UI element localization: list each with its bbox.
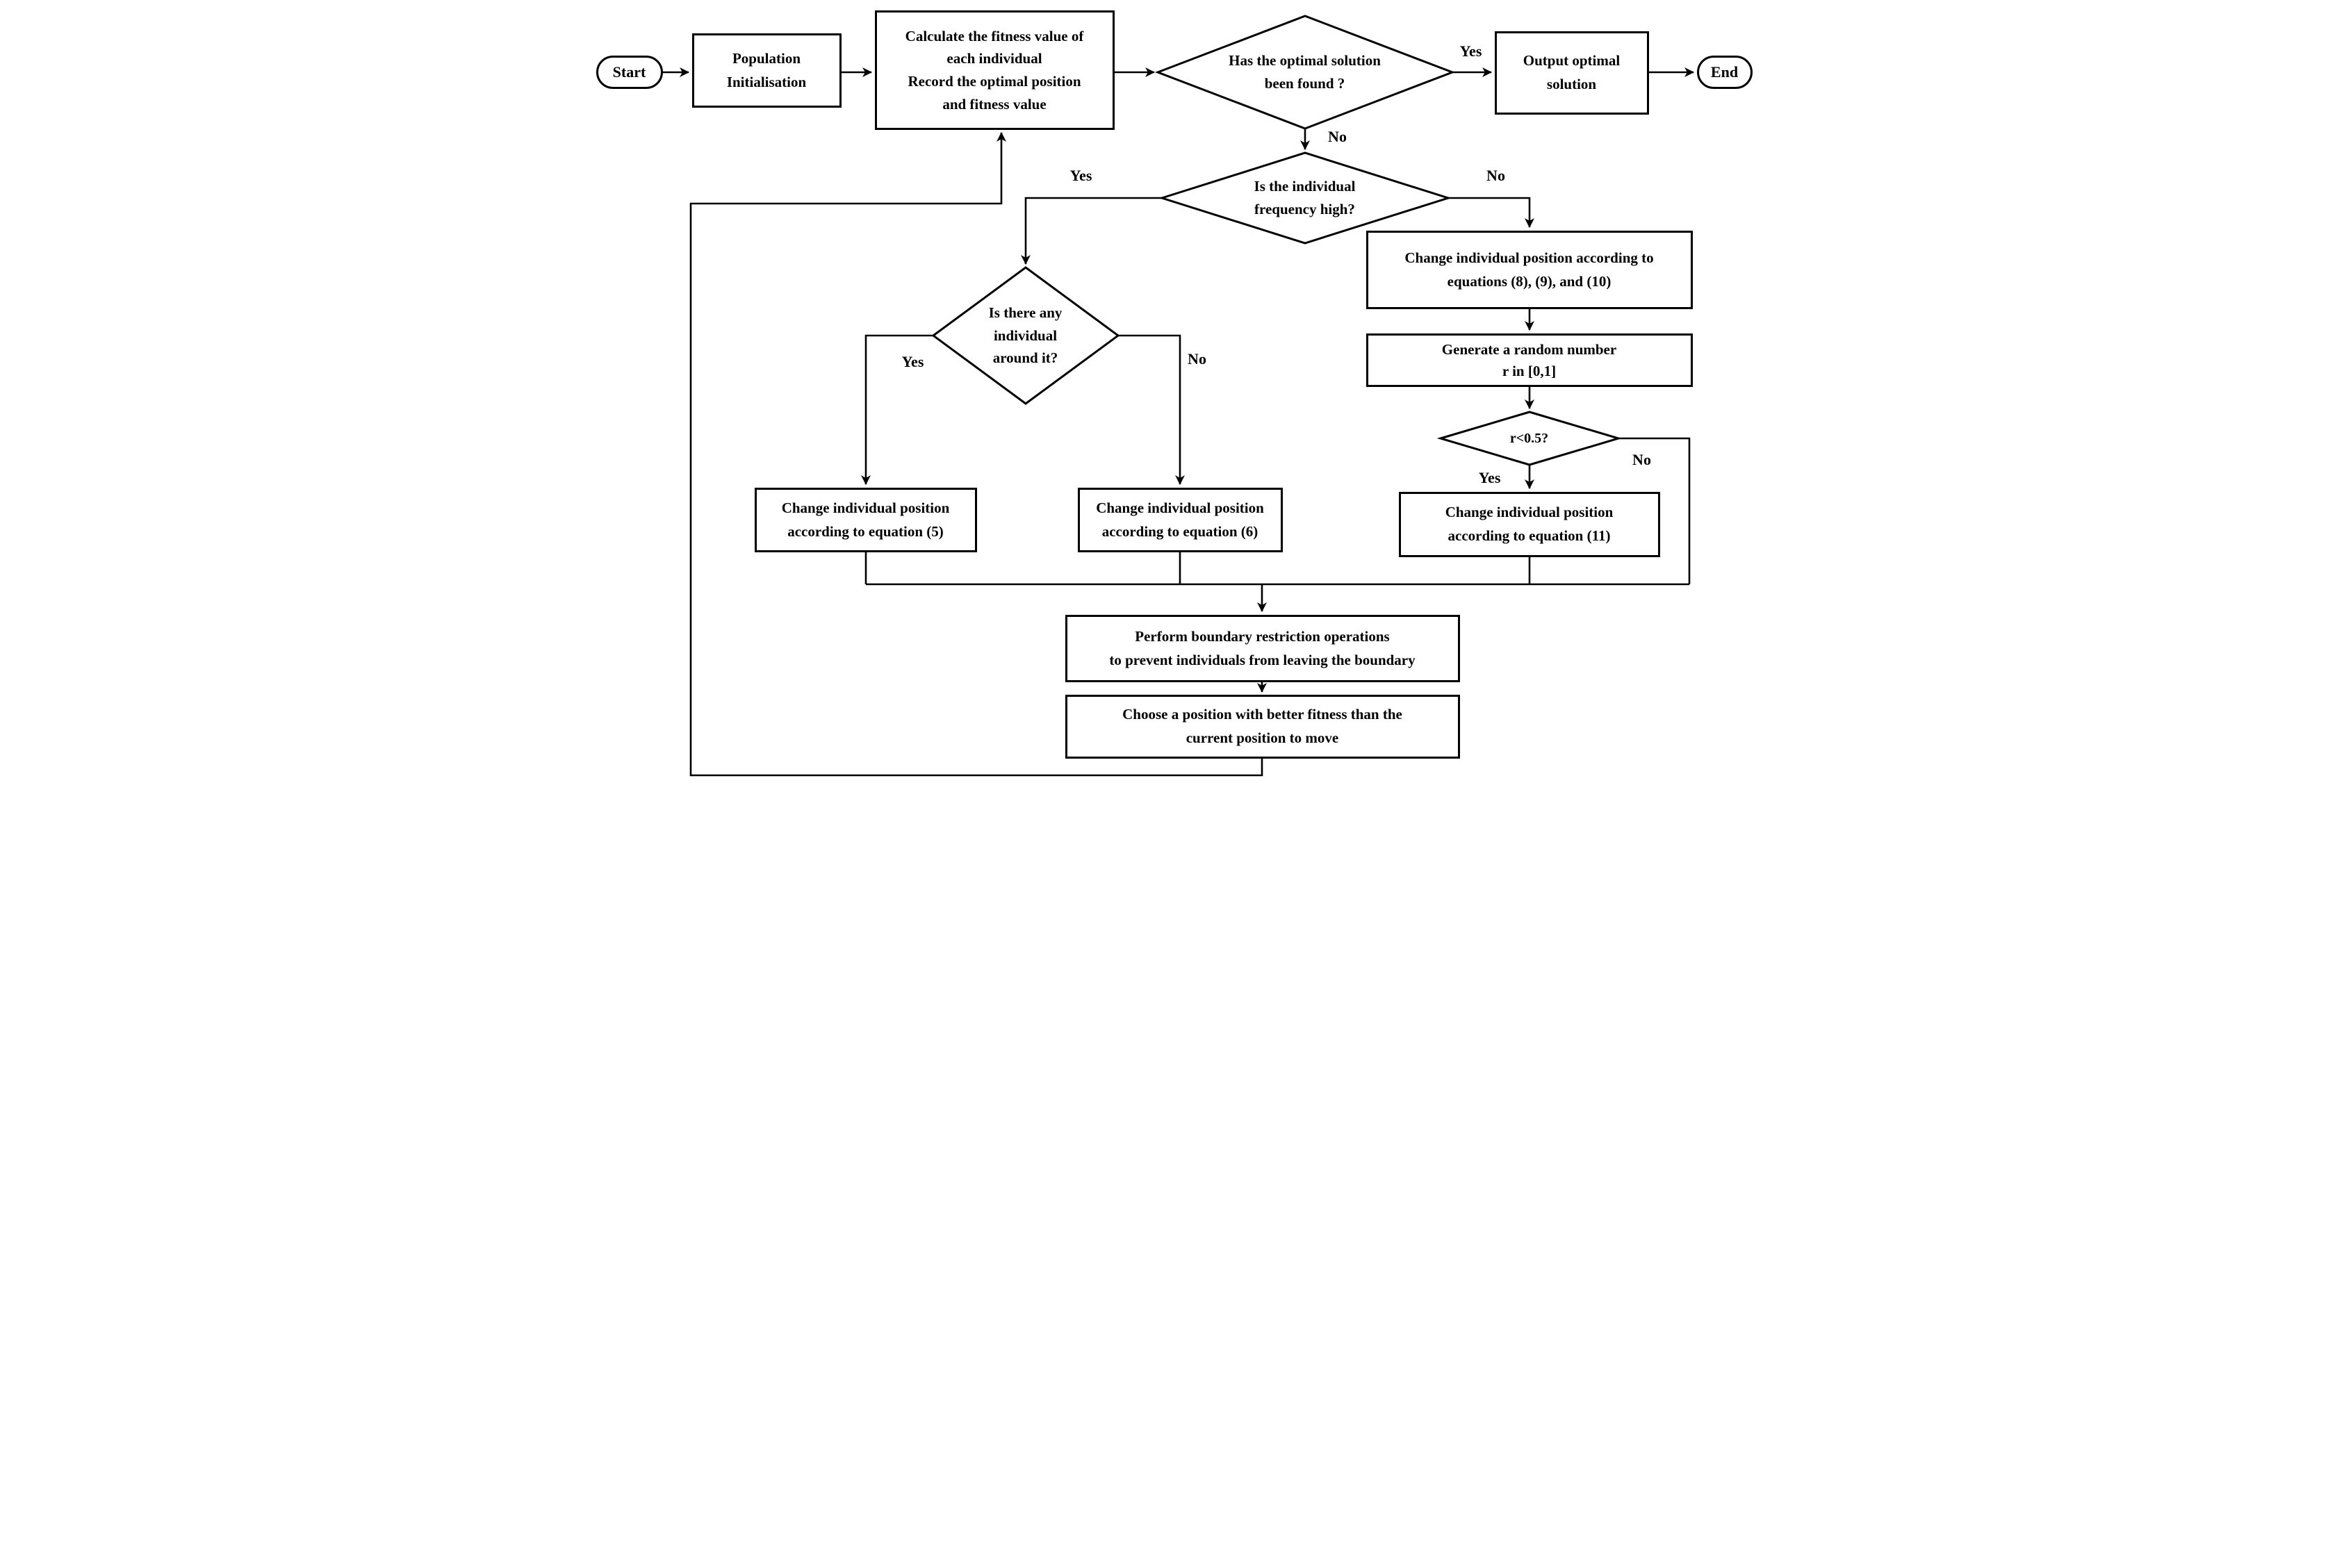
edge-label-frequency-yes: Yes (1069, 167, 1092, 184)
decision-shapes (930, 15, 1622, 466)
edge-frequency-yes-around (1020, 197, 1162, 265)
decision-r-lt-05-label: r<0.5? (1509, 431, 1549, 446)
node-equation-6: Change individual position according to … (1077, 488, 1283, 552)
decision-individual-around-label: Is there any individual around it? (988, 304, 1063, 367)
node-boundary-restriction: Perform boundary restriction operations … (1065, 615, 1460, 682)
decision-individual-around-shape (930, 266, 1120, 405)
node-equations-8-9-10: Change individual position according to … (1366, 231, 1693, 309)
node-calculate-fitness: Calculate the fitness value of each indi… (874, 10, 1115, 130)
edge-r-no-merge (1618, 437, 1690, 584)
node-population-initialisation: Population Initialisation (691, 33, 842, 108)
node-output-optimal-solution: Output optimal solution (1494, 31, 1649, 115)
flowchart-canvas: Start End Population Initialisation Calc… (584, 0, 1753, 784)
node-equation-11: Change individual position according to … (1398, 492, 1660, 557)
edge-frequency-no-eq8910 (1448, 197, 1534, 228)
node-generate-random-number: Generate a random number r in [0,1] (1366, 333, 1693, 387)
decision-optimal-found-shape (1154, 15, 1455, 130)
terminal-end: End (1696, 56, 1753, 89)
node-equation-5: Change individual position according to … (754, 488, 977, 552)
edge-label-around-no: No (1188, 350, 1206, 368)
edge-around-yes-eq5 (860, 334, 933, 485)
decision-optimal-found-label: Has the optimal solution been found ? (1229, 52, 1381, 92)
edge-label-r-no: No (1632, 451, 1651, 468)
edge-label-around-yes: Yes (901, 353, 924, 370)
edge-around-no-eq6 (1117, 334, 1185, 485)
edge-label-frequency-no: No (1486, 167, 1505, 184)
terminal-start: Start (596, 56, 663, 89)
connector-layer (662, 15, 1694, 777)
decision-frequency-high-label: Is the individual frequency high? (1254, 178, 1356, 217)
edge-label-optimal-yes: Yes (1459, 42, 1482, 60)
edge-feedback-loop (689, 132, 1263, 777)
decision-r-lt-05-shape (1436, 411, 1622, 466)
node-choose-position: Choose a position with better fitness th… (1065, 695, 1460, 759)
edge-label-optimal-no: No (1328, 128, 1347, 145)
edge-lines (662, 67, 1694, 777)
decision-frequency-high-shape (1158, 151, 1452, 245)
edge-label-r-yes: Yes (1478, 469, 1501, 486)
